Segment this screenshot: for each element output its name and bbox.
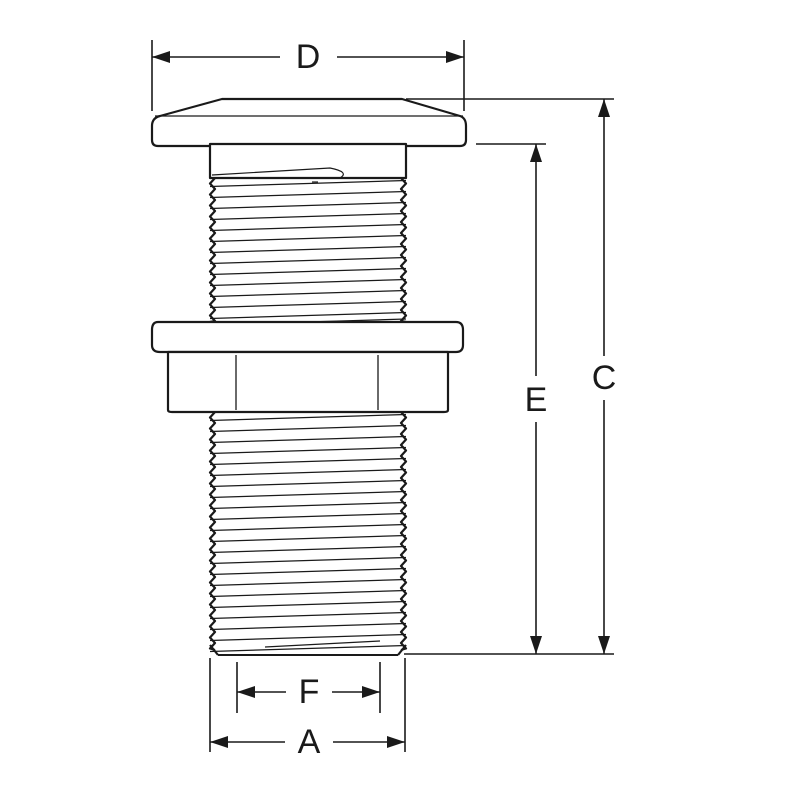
dimension-label-d: D <box>296 38 321 76</box>
lower-threads <box>208 411 408 656</box>
dimension-d: D <box>152 38 464 76</box>
dimension-e: E <box>525 144 548 654</box>
flange-head <box>150 97 468 148</box>
upper-threaded-body <box>208 142 408 326</box>
dimension-label-a: A <box>298 723 321 761</box>
extension-lines <box>151 40 614 752</box>
lock-nut <box>150 320 465 414</box>
dimension-a: A <box>210 723 405 761</box>
dimension-label-c: C <box>592 359 617 397</box>
lower-threaded-body <box>208 411 408 656</box>
dimension-label-e: E <box>525 381 548 419</box>
dimension-label-f: F <box>299 673 320 711</box>
upper-threads <box>208 177 408 326</box>
dimension-c: C <box>592 99 617 654</box>
dimension-f: F <box>237 673 380 711</box>
